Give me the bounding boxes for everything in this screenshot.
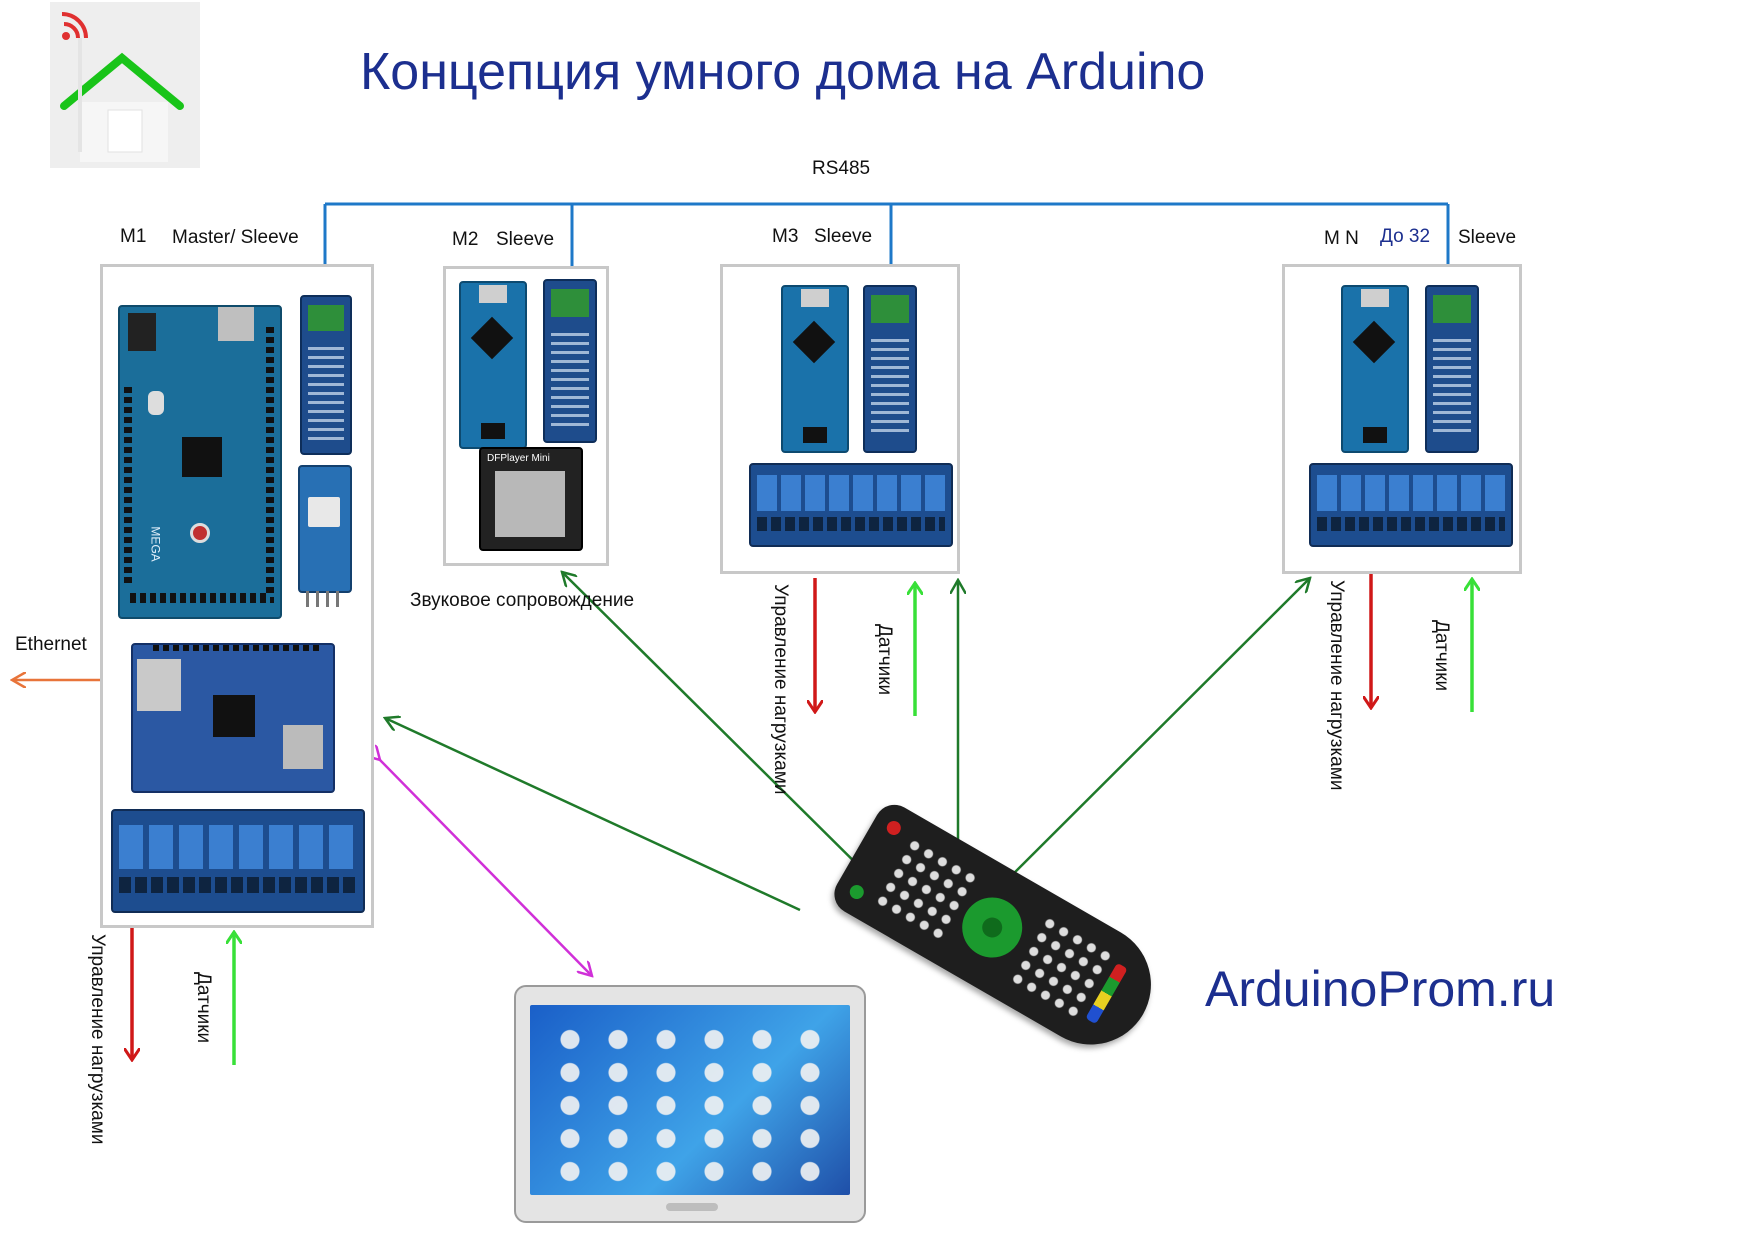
page-title: Концепция умного дома на Arduino bbox=[360, 43, 1206, 101]
rs485-module bbox=[1425, 285, 1479, 453]
dfplayer-module: DFPlayer Mini bbox=[479, 447, 583, 551]
ethernet-shield bbox=[131, 643, 335, 793]
brand-label: ArduinoProm.ru bbox=[1205, 961, 1556, 1017]
mn-role: Sleeve bbox=[1458, 227, 1517, 248]
module-mn bbox=[1282, 264, 1522, 574]
rs485-module bbox=[300, 295, 352, 455]
m1-sensor-label: Датчики bbox=[193, 972, 214, 1044]
m2-caption: Звуковое сопровождение bbox=[410, 590, 635, 611]
relay-module bbox=[111, 809, 365, 913]
rs485-bus bbox=[323, 202, 1450, 268]
bluetooth-module bbox=[298, 465, 352, 607]
module-m3 bbox=[720, 264, 960, 574]
m1-role: Master/ Sleeve bbox=[172, 227, 299, 248]
remote-link-mn bbox=[986, 578, 1310, 901]
m2-role: Sleeve bbox=[496, 229, 555, 250]
mn-load-label: Управление нагрузками bbox=[1326, 580, 1347, 791]
smart-home-logo bbox=[50, 2, 200, 168]
m1-load-label: Управление нагрузками bbox=[87, 934, 108, 1145]
arduino-nano-board bbox=[459, 281, 527, 449]
arduino-nano-board bbox=[1341, 285, 1409, 453]
m3-sensor-label: Датчики bbox=[874, 624, 895, 696]
mega-label: MEGA bbox=[148, 526, 163, 562]
rs485-module bbox=[543, 279, 597, 443]
arduino-mega-board: MEGA bbox=[118, 305, 282, 619]
m2-id: M2 bbox=[452, 229, 479, 250]
remote-link-m2 bbox=[562, 572, 886, 893]
mn-count: До 32 bbox=[1380, 226, 1431, 247]
relay-module bbox=[749, 463, 953, 547]
rs485-module bbox=[863, 285, 917, 453]
module-m2: DFPlayer Mini bbox=[443, 266, 609, 566]
mn-id: M N bbox=[1324, 228, 1359, 249]
m3-role: Sleeve bbox=[814, 226, 873, 247]
m3-id: M3 bbox=[772, 226, 799, 247]
relay-module bbox=[1309, 463, 1513, 547]
rs485-label: RS485 bbox=[812, 158, 871, 179]
mn-sensor-label: Датчики bbox=[1431, 620, 1452, 692]
m1-id: M1 bbox=[120, 226, 147, 247]
tablet-link bbox=[380, 760, 592, 976]
ethernet-label: Ethernet bbox=[15, 634, 87, 655]
arduino-nano-board bbox=[781, 285, 849, 453]
tablet bbox=[514, 985, 866, 1223]
dfplayer-label: DFPlayer Mini bbox=[487, 453, 550, 464]
module-m1: MEGA bbox=[100, 264, 374, 928]
m3-load-label: Управление нагрузками bbox=[770, 584, 791, 795]
